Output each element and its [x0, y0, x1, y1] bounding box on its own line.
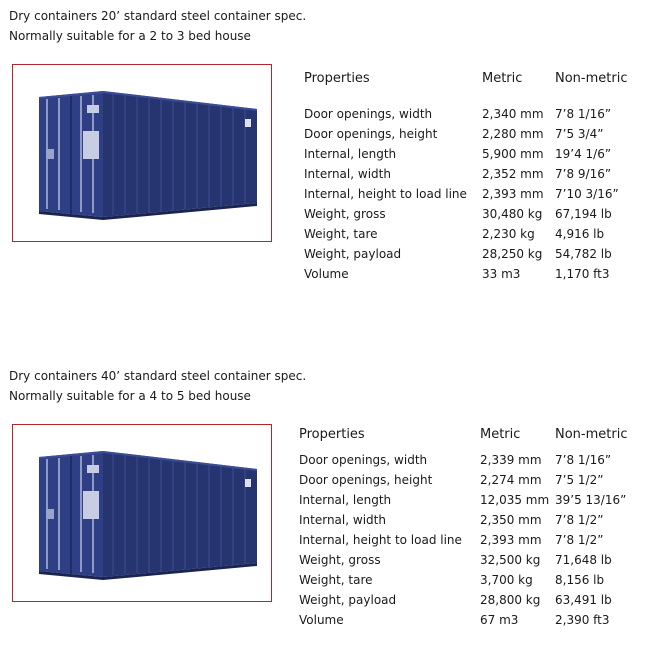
nonmetric-value: 19’4 1/6”: [555, 147, 612, 161]
property-name: Internal, length: [299, 493, 392, 507]
metric-value: 2,339 mm: [480, 453, 542, 467]
property-name: Weight, tare: [304, 227, 378, 241]
container-20ft-image: [39, 91, 257, 220]
intro-title: Dry containers 40’ standard steel contai…: [9, 369, 307, 383]
metric-value: 67 m3: [480, 613, 519, 627]
header-nonmetric: Non-metric: [555, 427, 628, 442]
nonmetric-value: 1,170 ft3: [555, 267, 610, 281]
metric-value: 2,393 mm: [480, 533, 542, 547]
metric-value: 2,230 kg: [482, 227, 535, 241]
property-name: Volume: [299, 613, 344, 627]
metric-value: 12,035 mm: [480, 493, 550, 507]
metric-value: 2,350 mm: [480, 513, 542, 527]
intro-subtitle: Normally suitable for a 2 to 3 bed house: [9, 29, 251, 43]
property-name: Door openings, width: [304, 107, 433, 121]
spec-table-40ft: Properties Metric Non-metric Door openin…: [299, 425, 644, 645]
nonmetric-value: 7’8 9/16”: [555, 167, 612, 181]
property-name: Door openings, width: [299, 453, 428, 467]
nonmetric-value: 7’10 3/16”: [555, 187, 619, 201]
metric-value: 2,393 mm: [482, 187, 544, 201]
nonmetric-value: 7’8 1/16”: [555, 453, 612, 467]
header-nonmetric: Non-metric: [555, 71, 628, 86]
property-name: Door openings, height: [304, 127, 438, 141]
nonmetric-value: 7’5 3/4”: [555, 127, 604, 141]
intro-title: Dry containers 20’ standard steel contai…: [9, 9, 307, 23]
nonmetric-value: 71,648 lb: [555, 553, 612, 567]
nonmetric-value: 7’8 1/2”: [555, 533, 604, 547]
property-name: Internal, length: [304, 147, 397, 161]
nonmetric-value: 2,390 ft3: [555, 613, 610, 627]
property-name: Weight, gross: [299, 553, 381, 567]
nonmetric-value: 4,916 lb: [555, 227, 605, 241]
container-image-frame: [12, 64, 272, 242]
property-name: Internal, height to load line: [299, 533, 462, 547]
intro-subtitle: Normally suitable for a 4 to 5 bed house: [9, 389, 251, 403]
property-name: Internal, width: [299, 513, 386, 527]
property-name: Volume: [304, 267, 349, 281]
metric-value: 2,280 mm: [482, 127, 544, 141]
property-name: Internal, height to load line: [304, 187, 467, 201]
metric-value: 30,480 kg: [482, 207, 543, 221]
metric-value: 2,340 mm: [482, 107, 544, 121]
property-name: Weight, tare: [299, 573, 373, 587]
nonmetric-value: 7’8 1/16”: [555, 107, 612, 121]
nonmetric-value: 67,194 lb: [555, 207, 612, 221]
nonmetric-value: 54,782 lb: [555, 247, 612, 261]
header-metric: Metric: [480, 427, 521, 442]
header-properties: Properties: [299, 427, 365, 442]
nonmetric-value: 63,491 lb: [555, 593, 612, 607]
nonmetric-value: 39’5 13/16”: [555, 493, 627, 507]
metric-value: 33 m3: [482, 267, 521, 281]
property-name: Weight, payload: [304, 247, 402, 261]
section-intro: Dry containers 40’ standard steel contai…: [9, 366, 306, 406]
container-40ft-image: [39, 451, 257, 580]
header-metric: Metric: [482, 71, 523, 86]
metric-value: 3,700 kg: [480, 573, 533, 587]
spec-table-20ft: Properties Metric Non-metric Door openin…: [304, 69, 644, 289]
metric-value: 28,800 kg: [480, 593, 541, 607]
nonmetric-value: 7’8 1/2”: [555, 513, 604, 527]
header-properties: Properties: [304, 71, 370, 86]
nonmetric-value: 8,156 lb: [555, 573, 605, 587]
metric-value: 2,274 mm: [480, 473, 542, 487]
property-name: Weight, payload: [299, 593, 397, 607]
metric-value: 32,500 kg: [480, 553, 541, 567]
container-image-frame: [12, 424, 272, 602]
metric-value: 28,250 kg: [482, 247, 543, 261]
metric-value: 5,900 mm: [482, 147, 544, 161]
property-name: Door openings, height: [299, 473, 433, 487]
section-intro: Dry containers 20’ standard steel contai…: [9, 6, 306, 46]
nonmetric-value: 7’5 1/2”: [555, 473, 604, 487]
metric-value: 2,352 mm: [482, 167, 544, 181]
property-name: Internal, width: [304, 167, 391, 181]
property-name: Weight, gross: [304, 207, 386, 221]
